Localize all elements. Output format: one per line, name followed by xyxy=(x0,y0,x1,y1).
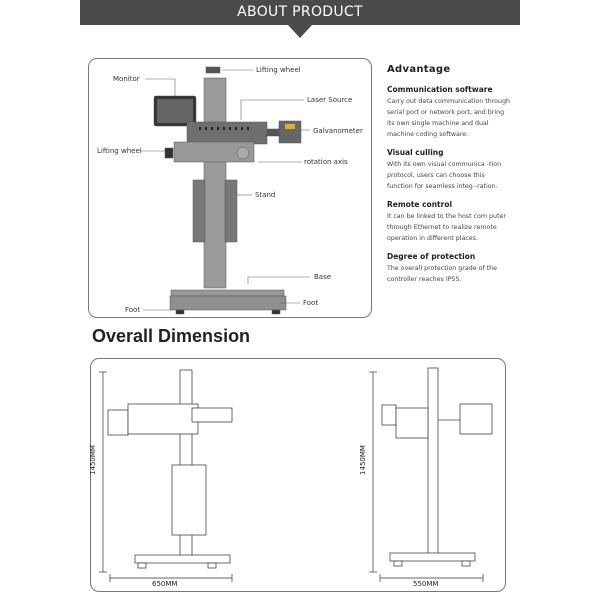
advantage-item-title: Communication software xyxy=(387,85,493,94)
label-monitor: Monitor xyxy=(113,75,140,83)
advantage-panel: Advantage Communication software Carry o… xyxy=(387,64,512,293)
label-lifting-wheel-top: Lifting wheel xyxy=(256,66,301,74)
advantage-item-text: With its own visual communica -tion prot… xyxy=(387,161,502,190)
label-rotation-axis: rotation axis xyxy=(304,158,348,166)
left-height-label: 1450MM xyxy=(88,445,97,475)
advantage-item-title: Visual culling xyxy=(387,148,444,157)
right-width-label: 550MM xyxy=(413,580,439,588)
label-galvanometer: Galvanometer xyxy=(313,127,363,135)
header-pointer xyxy=(288,25,312,38)
product-diagram-frame xyxy=(88,58,372,318)
dimension-frame xyxy=(90,358,506,592)
left-width-label: 650MM xyxy=(152,580,178,588)
advantage-item-title: Degree of protection xyxy=(387,252,476,261)
label-foot-right: Foot xyxy=(303,299,319,307)
advantage-title: Advantage xyxy=(387,64,451,75)
right-height-label: 1450MM xyxy=(358,445,367,475)
overall-dimension-title: Overall Dimension xyxy=(92,326,251,346)
advantage-item-text: It can be linked to the host com puter t… xyxy=(387,213,506,242)
section-header: ABOUT PRODUCT xyxy=(80,0,520,25)
advantage-item-text: Carry out data communication through ser… xyxy=(387,98,510,138)
label-laser-source: Laser Source xyxy=(307,96,353,104)
label-foot-left: Foot xyxy=(125,306,141,314)
label-stand: Stand xyxy=(255,191,276,199)
advantage-item-text: The overall protection grade of the cont… xyxy=(387,265,498,283)
advantage-item-title: Remote control xyxy=(387,200,453,209)
label-lifting-wheel-left: Lifting wheel xyxy=(97,147,142,155)
label-base: Base xyxy=(314,273,332,281)
